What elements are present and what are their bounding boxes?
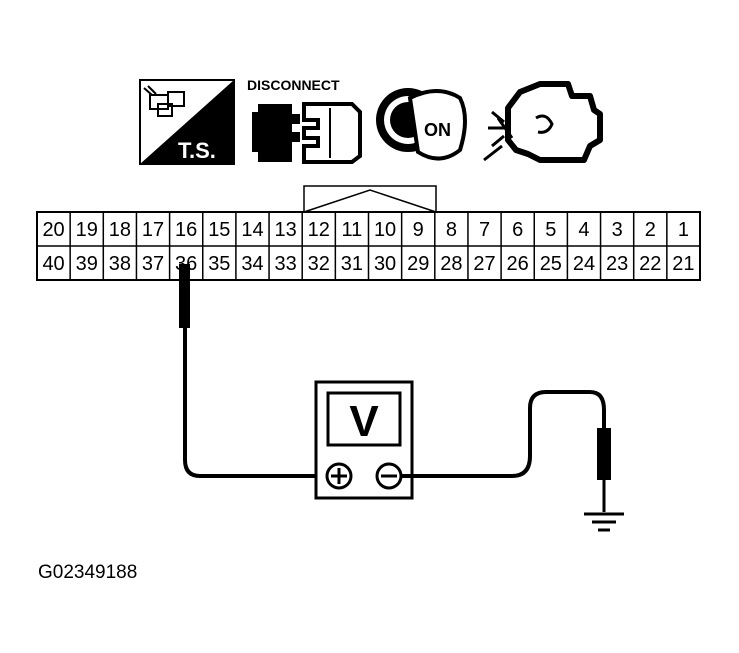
pin-number: 25 bbox=[540, 253, 562, 275]
figure-id: G02349188 bbox=[38, 562, 137, 583]
pin-number: 40 bbox=[42, 253, 64, 275]
pin-number: 38 bbox=[109, 253, 131, 275]
pin-number: 26 bbox=[507, 253, 529, 275]
pin-number: 9 bbox=[413, 219, 424, 241]
disconnect-label: DISCONNECT bbox=[247, 77, 340, 93]
ignition-label: ON bbox=[424, 120, 451, 140]
pin-number: 22 bbox=[639, 253, 661, 275]
pin-number: 12 bbox=[308, 219, 330, 241]
pin-number: 23 bbox=[606, 253, 628, 275]
negative-lead-wire bbox=[401, 390, 606, 478]
ground-icon bbox=[584, 512, 624, 532]
pin-number: 27 bbox=[473, 253, 495, 275]
ts-icon: T.S. bbox=[139, 79, 235, 165]
pin-number: 20 bbox=[42, 219, 64, 241]
negative-terminal-icon: − bbox=[375, 462, 403, 490]
voltmeter-display: V bbox=[349, 397, 379, 446]
connector-pin-grid: 2040193918381737163615351434133312321131… bbox=[42, 212, 695, 280]
pin-number: 15 bbox=[208, 219, 230, 241]
pin-number: 7 bbox=[479, 219, 490, 241]
pin-number: 32 bbox=[308, 253, 330, 275]
engine-icon bbox=[483, 81, 603, 163]
pin-number: 28 bbox=[440, 253, 462, 275]
pin-number: 16 bbox=[175, 219, 197, 241]
pin-number: 4 bbox=[578, 219, 589, 241]
pin-number: 1 bbox=[678, 219, 689, 241]
ground-probe bbox=[597, 428, 611, 480]
pin-number: 21 bbox=[672, 253, 694, 275]
pin-number: 14 bbox=[241, 219, 263, 241]
pin-number: 8 bbox=[446, 219, 457, 241]
disconnect-icon: DISCONNECT bbox=[247, 77, 362, 164]
pin-number: 35 bbox=[208, 253, 230, 275]
pin-number: 17 bbox=[142, 219, 164, 241]
pin-number: 18 bbox=[109, 219, 131, 241]
pin-number: 3 bbox=[612, 219, 623, 241]
pin-number: 39 bbox=[76, 253, 98, 275]
positive-lead-wire bbox=[183, 328, 340, 478]
pin-number: 31 bbox=[341, 253, 363, 275]
positive-probe: 16 bbox=[179, 264, 190, 328]
pin-number: 5 bbox=[545, 219, 556, 241]
pin-number: 24 bbox=[573, 253, 595, 275]
pin-number: 29 bbox=[407, 253, 429, 275]
ignition-on-icon: ON bbox=[376, 88, 467, 161]
pin-number: 2 bbox=[645, 219, 656, 241]
pin-number: 13 bbox=[275, 219, 297, 241]
pin-number: 37 bbox=[142, 253, 164, 275]
pin-number: 6 bbox=[512, 219, 523, 241]
pin-number: 11 bbox=[342, 219, 363, 241]
pin-number: 30 bbox=[374, 253, 396, 275]
positive-terminal-icon: + bbox=[325, 462, 353, 490]
pin-number: 10 bbox=[374, 219, 396, 241]
ts-label: T.S. bbox=[178, 138, 216, 163]
pin-number: 34 bbox=[241, 253, 263, 275]
voltmeter: V + − bbox=[314, 380, 414, 500]
pin-number: 19 bbox=[76, 219, 98, 241]
pin-number: 33 bbox=[275, 253, 297, 275]
